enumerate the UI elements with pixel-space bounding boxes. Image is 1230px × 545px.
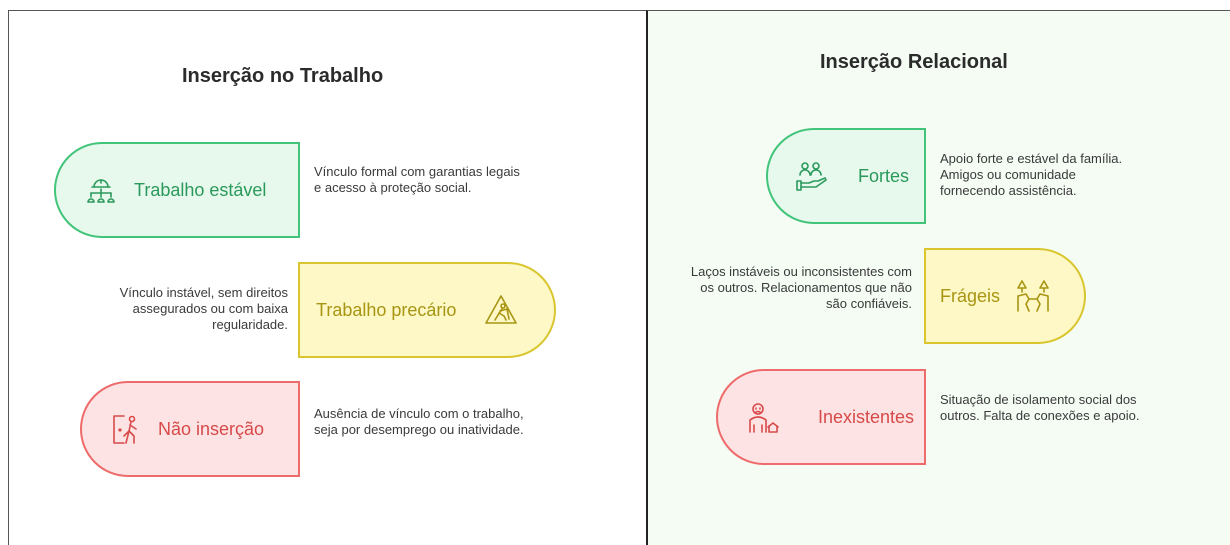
description-nao-insercao: Ausência de vínculo com o trabalho, seja… bbox=[314, 406, 524, 437]
family-hand-icon bbox=[792, 157, 830, 195]
construction-warning-icon bbox=[482, 291, 520, 329]
left-panel-title: Inserção no Trabalho bbox=[182, 65, 384, 87]
pill-label: Não inserção bbox=[158, 418, 265, 439]
description-trabalho-estavel: Vínculo formal com garantias legais e ac… bbox=[314, 164, 520, 195]
pill-label: Fortes bbox=[858, 165, 910, 186]
pill-label: Frágeis bbox=[940, 285, 1001, 306]
pill-trabalho-precario: Trabalho precário bbox=[298, 262, 556, 358]
isolated-person-icon bbox=[744, 398, 782, 436]
description-frageis: Laços instáveis ou inconsistentes com os… bbox=[690, 264, 912, 311]
description-trabalho-precario: Vínculo instável, sem direitos assegurad… bbox=[119, 285, 288, 332]
broken-connection-icon bbox=[1014, 277, 1052, 315]
right-panel-title: Inserção Relacional bbox=[820, 51, 1008, 73]
description-inexistentes: Situação de isolamento social dos outros… bbox=[940, 392, 1140, 423]
description-fortes: Apoio forte e estável da família. Amigos… bbox=[940, 151, 1123, 198]
org-chart-helmet-icon bbox=[82, 171, 120, 209]
pill-inexistentes: Inexistentes bbox=[716, 369, 926, 465]
pill-label: Inexistentes bbox=[818, 406, 915, 427]
pill-label: Trabalho estável bbox=[134, 179, 267, 200]
pill-nao-insercao: Não inserção bbox=[80, 381, 300, 477]
pill-fortes: Fortes bbox=[766, 128, 926, 224]
pill-label: Trabalho precário bbox=[316, 299, 457, 320]
pill-frageis: Frágeis bbox=[924, 248, 1086, 344]
exit-door-person-icon bbox=[108, 410, 146, 448]
pill-trabalho-estavel: Trabalho estável bbox=[54, 142, 300, 238]
